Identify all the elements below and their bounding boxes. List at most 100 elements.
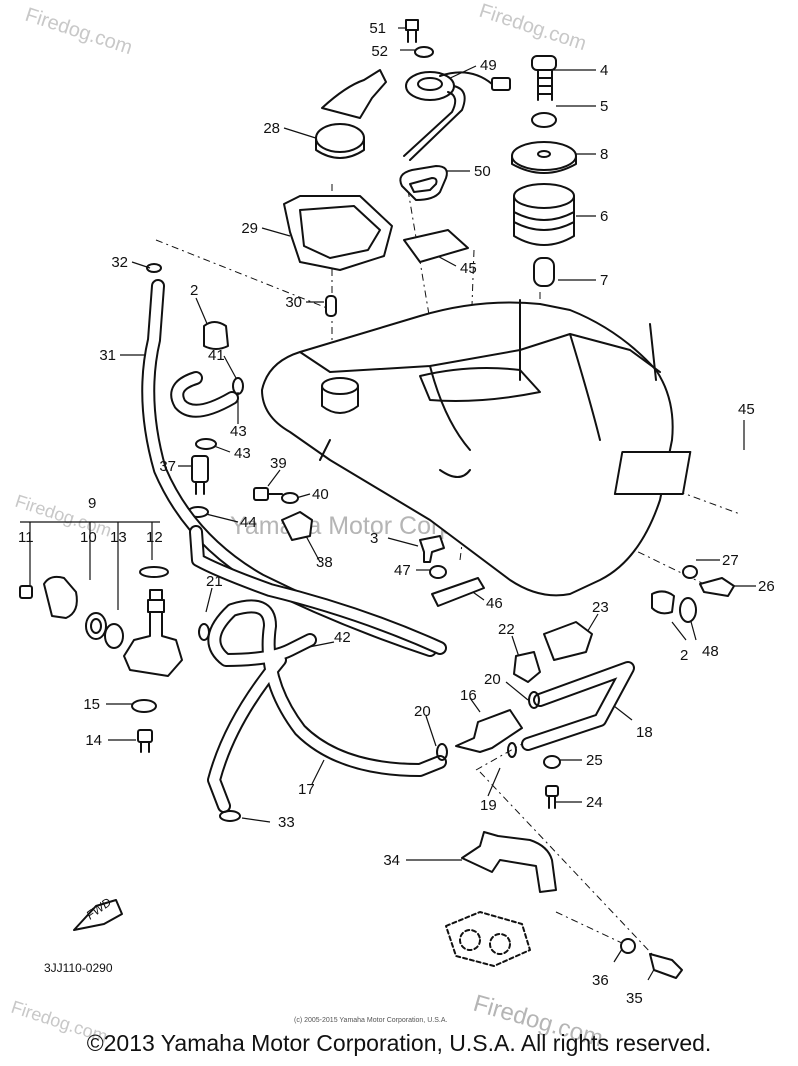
nut-36 xyxy=(620,938,636,954)
gasket-13 xyxy=(85,612,107,640)
hose-42 xyxy=(191,527,445,653)
callout-14: 14 xyxy=(85,732,102,749)
bolt-51 xyxy=(405,19,419,31)
bolt-39 xyxy=(253,487,269,501)
small-copyright: (c) 2005-2015 Yamaha Motor Corporation, … xyxy=(294,1017,447,1024)
watermark-top-right: Firedog.com xyxy=(476,0,589,55)
screw-11 xyxy=(19,585,33,599)
callout-11: 11 xyxy=(18,529,34,546)
washer-15 xyxy=(131,699,157,713)
callout-4: 4 xyxy=(600,62,608,79)
nut-27 xyxy=(682,565,698,579)
callout-45-right: 45 xyxy=(738,401,755,418)
callout-5: 5 xyxy=(600,98,608,115)
callout-33: 33 xyxy=(278,814,295,831)
fuel-cock-9 xyxy=(123,589,183,677)
callout-21: 21 xyxy=(206,573,223,590)
callout-52: 52 xyxy=(371,43,388,60)
hose-17 xyxy=(209,601,445,811)
callout-16: 16 xyxy=(460,687,477,704)
callout-38: 38 xyxy=(316,554,333,571)
callout-30: 30 xyxy=(285,294,302,311)
washer-40 xyxy=(281,492,299,504)
collar-7 xyxy=(533,257,555,287)
callout-20-upper: 20 xyxy=(484,671,501,688)
gasket-50 xyxy=(399,165,448,201)
callout-19: 19 xyxy=(480,797,497,814)
callout-50: 50 xyxy=(474,163,491,180)
callout-13: 13 xyxy=(110,529,127,546)
callout-36: 36 xyxy=(592,972,609,989)
clip-32 xyxy=(146,263,162,273)
nut-5 xyxy=(531,112,557,128)
bolt-14 xyxy=(137,729,153,743)
fwd-arrow-icon xyxy=(73,899,123,931)
callout-40: 40 xyxy=(312,486,329,503)
callout-44: 44 xyxy=(240,514,257,531)
clip-43-lower xyxy=(195,438,217,450)
fuel-filter-16 xyxy=(455,709,523,753)
bracket-34 xyxy=(461,831,557,893)
callout-22: 22 xyxy=(498,621,515,638)
clip-21 xyxy=(198,623,210,641)
bolt-24 xyxy=(545,785,559,797)
callout-15: 15 xyxy=(83,696,100,713)
callout-labels: 51 52 49 4 5 8 28 50 6 29 45 7 32 2 30 3… xyxy=(18,20,775,1007)
callout-37: 37 xyxy=(159,458,176,475)
watermark-top-left: Firedog.com xyxy=(22,4,135,59)
callout-48: 48 xyxy=(702,643,719,660)
grommet-2-lower xyxy=(651,590,675,615)
clip-33 xyxy=(219,810,241,822)
callout-35: 35 xyxy=(626,990,643,1007)
callout-3: 3 xyxy=(370,530,378,547)
callout-31: 31 xyxy=(99,347,116,364)
pad-45-right xyxy=(613,451,692,495)
hose-18 xyxy=(523,663,633,749)
callout-9: 9 xyxy=(88,495,96,512)
diagram-code: 3JJ110-0290 xyxy=(44,961,113,975)
callout-23: 23 xyxy=(592,599,609,616)
bracket-38 xyxy=(281,511,313,541)
callout-27: 27 xyxy=(722,552,739,569)
clip-47 xyxy=(429,565,447,579)
callout-28: 28 xyxy=(263,120,280,137)
tank-cap-key-28 xyxy=(321,69,387,119)
callout-45-upper: 45 xyxy=(460,260,477,277)
clip-43-upper xyxy=(232,377,244,395)
callout-43-lower: 43 xyxy=(234,445,251,462)
callout-46: 46 xyxy=(486,595,503,612)
callout-10: 10 xyxy=(80,529,97,546)
cover-10 xyxy=(43,575,78,619)
pin-30 xyxy=(325,295,337,317)
hose-41 xyxy=(172,373,237,416)
copyright-notice: ©2013 Yamaha Motor Corporation, U.S.A. A… xyxy=(86,1030,712,1056)
damper-48 xyxy=(679,597,697,623)
bolt-3 xyxy=(419,535,445,563)
callout-26: 26 xyxy=(758,578,775,595)
callout-20-lower: 20 xyxy=(414,703,431,720)
callout-47: 47 xyxy=(394,562,411,579)
callout-6: 6 xyxy=(600,208,608,225)
callout-29: 29 xyxy=(241,220,258,237)
diaphragm xyxy=(104,623,124,649)
bolt-4 xyxy=(531,55,557,71)
callout-2-lower: 2 xyxy=(680,647,688,664)
callout-51: 51 xyxy=(369,20,386,37)
clip-20-lower xyxy=(436,743,448,761)
strap-46 xyxy=(431,577,485,607)
o-ring-12 xyxy=(139,566,169,578)
nut-25 xyxy=(543,755,561,769)
callout-43-upper: 43 xyxy=(230,423,247,440)
grommet-2-upper xyxy=(203,321,229,350)
bracket-22 xyxy=(513,651,541,683)
callout-42: 42 xyxy=(334,629,351,646)
callout-8: 8 xyxy=(600,146,608,163)
washer-52 xyxy=(414,46,434,58)
callout-34: 34 xyxy=(383,852,400,869)
callout-39: 39 xyxy=(270,455,287,472)
pad-45-upper xyxy=(403,229,469,263)
callout-24: 24 xyxy=(586,794,603,811)
bracket-23 xyxy=(543,621,593,661)
